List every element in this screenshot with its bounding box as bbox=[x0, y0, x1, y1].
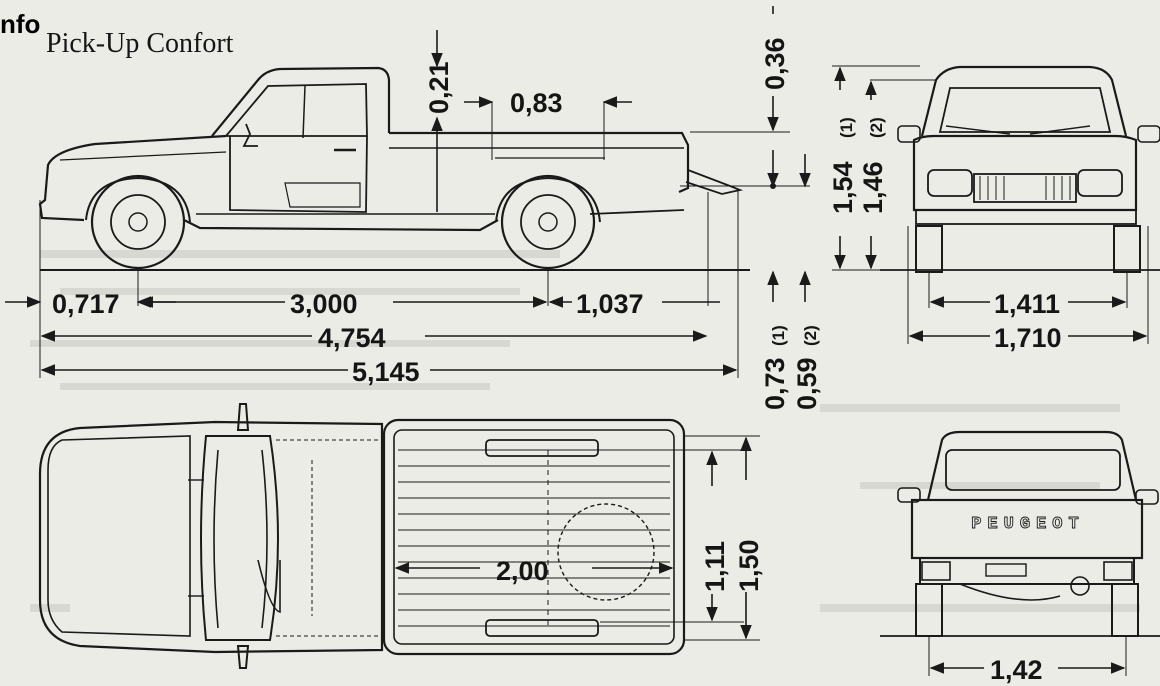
dim-bed-height-2-note: (2) bbox=[801, 325, 820, 346]
rear-view-body: PEUGEOT bbox=[880, 430, 1160, 637]
side-view: 0,717 3,000 1,037 4,754 5,145 0,83 0,21 … bbox=[5, 6, 822, 410]
dim-bed-height-1: 0,73 bbox=[760, 357, 790, 410]
dim-track-front: 1,411 bbox=[994, 289, 1060, 319]
top-view-body bbox=[38, 403, 686, 669]
dim-bed-height-1-note: (1) bbox=[769, 325, 788, 346]
dim-bed-height-2: 0,59 bbox=[792, 357, 822, 410]
watermark-text: nfo bbox=[0, 9, 40, 39]
dim-front-overhang: 0,717 bbox=[52, 289, 120, 319]
dim-wheelbase: 3,000 bbox=[290, 289, 358, 319]
dim-cab-to-bed: 0,83 bbox=[510, 88, 563, 118]
dim-top-offset: 0,36 bbox=[760, 37, 790, 90]
side-dimensions bbox=[5, 6, 811, 378]
dim-length: 4,754 bbox=[318, 323, 386, 353]
dim-height-2-note: (2) bbox=[867, 117, 886, 138]
rear-dimensions bbox=[928, 636, 1127, 676]
dim-height-1: 1,54 bbox=[828, 161, 858, 214]
side-view-body bbox=[38, 66, 744, 270]
dim-height-1-note: (1) bbox=[837, 117, 856, 138]
dim-height-2: 1,46 bbox=[858, 161, 888, 214]
dim-bed-inner-width: 1,11 bbox=[700, 541, 730, 592]
page-title: Pick-Up Confort bbox=[46, 28, 234, 59]
front-view: 1,54 (1) 1,46 (2) 1,411 1,710 bbox=[828, 65, 1160, 353]
dim-roof-gap: 0,21 bbox=[424, 61, 454, 114]
front-view-body bbox=[880, 65, 1160, 273]
front-wheel bbox=[85, 174, 191, 270]
dim-bed-length: 2,00 bbox=[496, 556, 549, 586]
dim-rear-overhang: 1,037 bbox=[576, 289, 644, 319]
top-dimensions bbox=[394, 435, 760, 641]
dim-width: 1,710 bbox=[994, 323, 1062, 353]
front-dimensions bbox=[832, 65, 1149, 344]
rear-badge-text: PEUGEOT bbox=[971, 515, 1084, 534]
dim-bed-width: 1,50 bbox=[734, 539, 764, 592]
dim-length-total: 5,145 bbox=[352, 357, 420, 387]
rear-view: PEUGEOT 1,42 bbox=[880, 430, 1160, 685]
dim-track-rear: 1,42 bbox=[990, 655, 1043, 685]
background-ghost-text bbox=[30, 250, 1140, 612]
top-view: 2,00 1,11 1,50 bbox=[38, 403, 764, 669]
